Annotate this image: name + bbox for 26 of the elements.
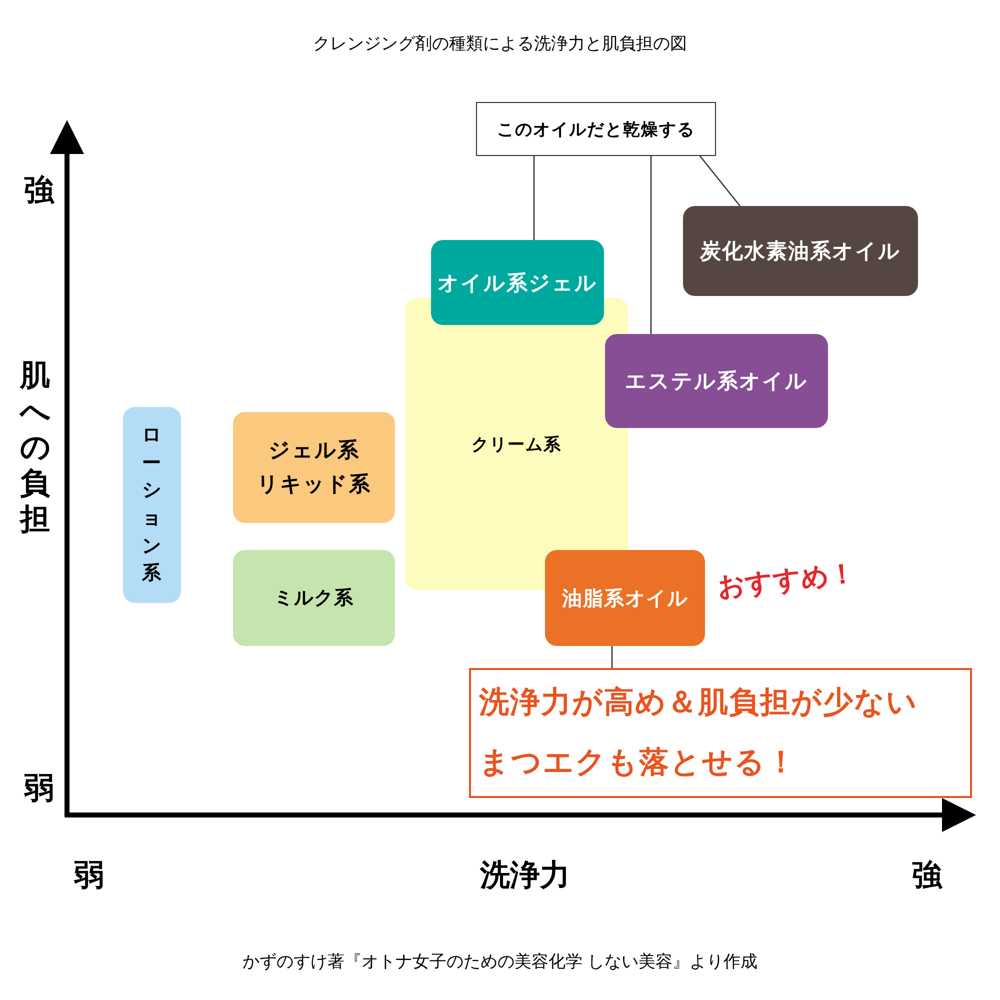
- category-box: ローション系: [123, 407, 181, 603]
- leader-line: [533, 156, 535, 240]
- category-box: ミルク系: [233, 550, 395, 646]
- chart-title: クレンジング剤の種類による洗浄力と肌負担の図: [312, 33, 688, 55]
- callout-text: 洗浄力が高め＆肌負担が少ない: [479, 684, 918, 722]
- category-box: 油脂系オイル: [545, 550, 705, 646]
- axis-label: 弱: [74, 857, 104, 895]
- source-caption: かずのすけ著『オトナ女子のための美容化学 しない美容』より作成: [241, 951, 759, 973]
- recommendation-label: おすすめ！: [716, 556, 858, 606]
- axis-label: 洗浄力: [480, 857, 570, 895]
- callout-text: まつエクも落とせる！: [479, 744, 797, 782]
- leader-line: [700, 156, 740, 206]
- category-box: [233, 412, 395, 523]
- category-label: リキッド系: [257, 470, 371, 498]
- axis-label: 強: [24, 172, 54, 210]
- callout-box: このオイルだと乾燥する: [476, 102, 716, 156]
- category-label: ジェル系: [268, 436, 360, 464]
- category-box: オイル系ジェル: [431, 240, 604, 325]
- category-box: エステル系オイル: [605, 334, 828, 428]
- axis-label: 強: [912, 857, 942, 895]
- leader-line: [611, 646, 613, 668]
- leader-line: [650, 156, 652, 334]
- axis-label: 肌への負担: [20, 358, 52, 538]
- callout-box: [469, 668, 972, 798]
- category-box: 炭化水素油系オイル: [683, 206, 918, 296]
- axis-label: 弱: [24, 770, 54, 808]
